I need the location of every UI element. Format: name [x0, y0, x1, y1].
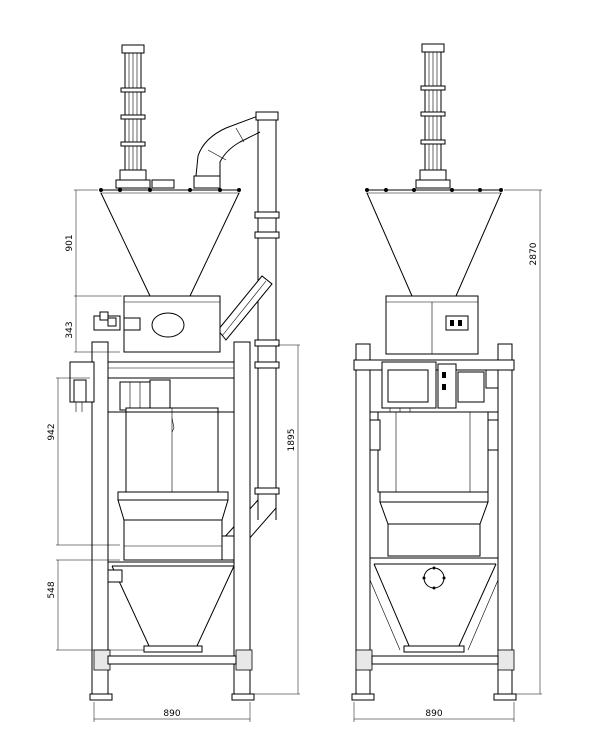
front-lower-cone	[107, 565, 235, 653]
side-dimension-lines	[353, 189, 542, 722]
front-top-port	[151, 179, 175, 189]
front-drum	[108, 491, 234, 563]
front-dimension-lines	[56, 189, 300, 722]
front-duct-flange	[193, 175, 221, 189]
front-control-equipment	[69, 361, 171, 413]
dim-front-width: 890	[163, 709, 180, 719]
front-vertical-duct	[213, 120, 280, 561]
dim-hopper-height: 901	[65, 234, 75, 251]
dim-body-height: 942	[47, 423, 57, 440]
side-filter-housing	[385, 295, 479, 355]
side-lower-cone	[373, 563, 497, 653]
dim-filter-housing-height: 343	[65, 321, 75, 338]
dim-bottom-cone-height: 548	[47, 581, 57, 598]
front-exhaust-stack	[115, 44, 151, 189]
side-upper-hopper	[365, 188, 503, 297]
front-upper-hopper	[99, 188, 241, 297]
front-inlet-duct	[195, 111, 279, 177]
front-side-chute	[217, 275, 273, 341]
side-electrical-panel	[381, 361, 499, 416]
side-view	[351, 43, 542, 722]
side-exhaust-stack	[415, 43, 451, 189]
front-view	[56, 44, 300, 722]
front-frame	[89, 341, 255, 701]
dim-overall-height: 2870	[529, 242, 539, 265]
front-filter-housing	[93, 295, 221, 353]
dim-duct-height: 1895	[287, 429, 297, 452]
side-drum	[370, 491, 498, 559]
dim-side-width: 890	[425, 709, 442, 719]
front-main-body	[108, 407, 234, 493]
